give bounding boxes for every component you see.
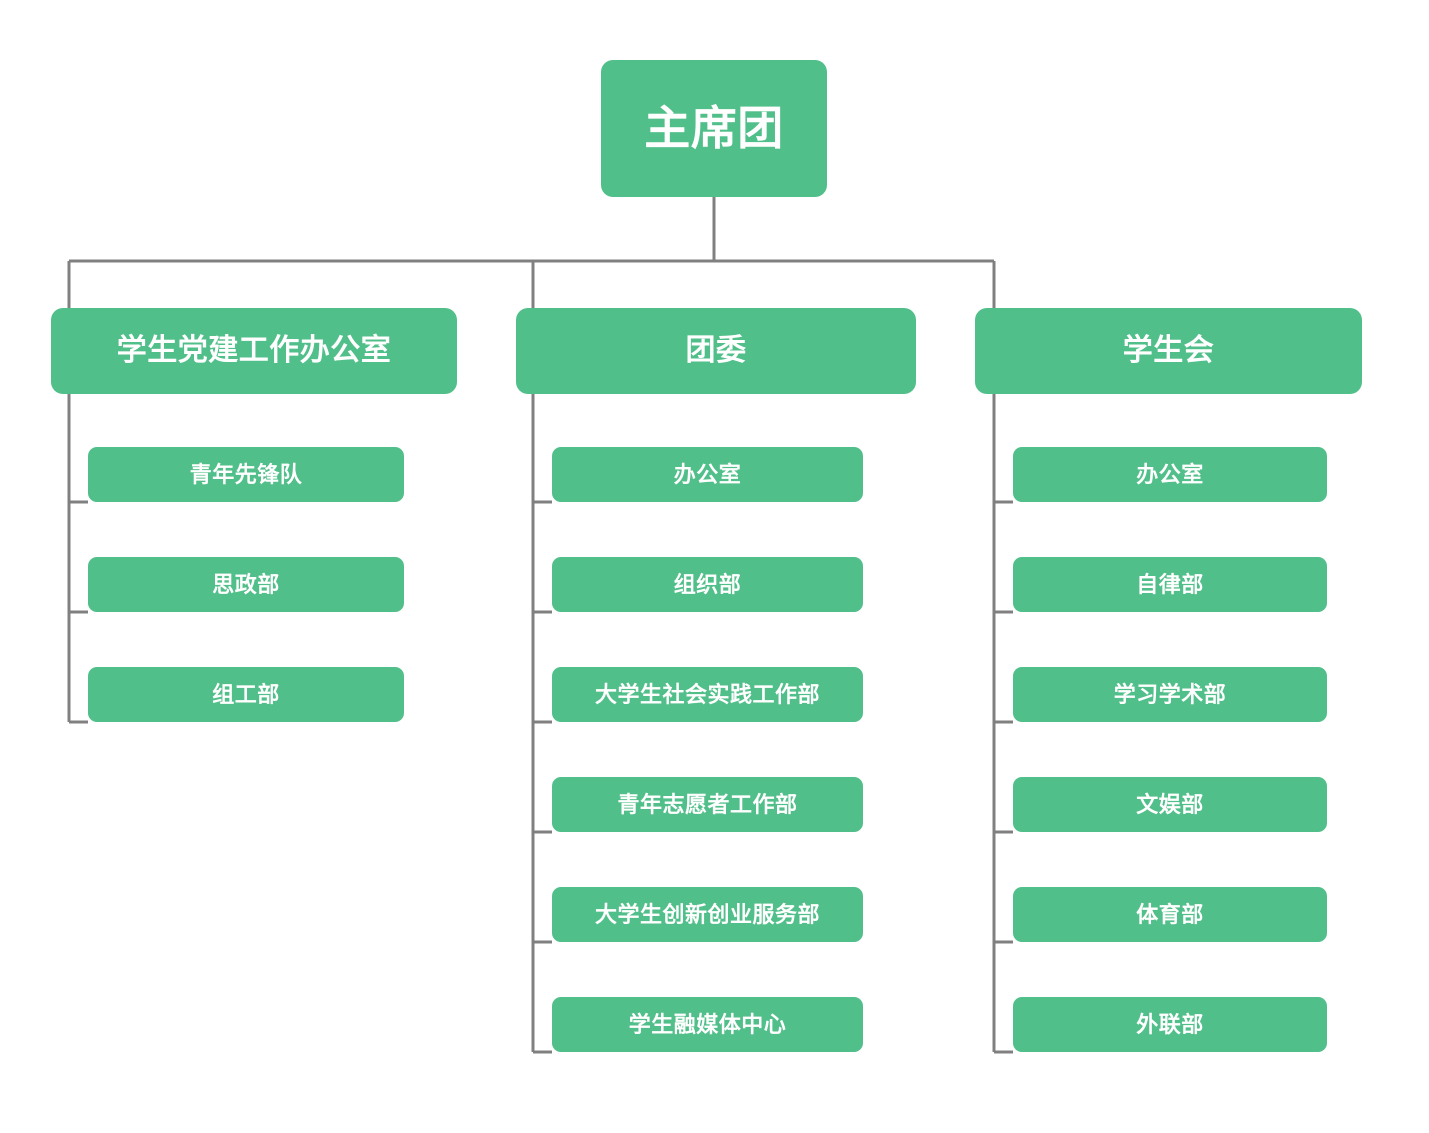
- leaf-node-2-1[interactable]: 自律部: [1013, 557, 1327, 612]
- leaf-node-1-4-label: 大学生创新创业服务部: [594, 901, 820, 927]
- leaf-node-1-2[interactable]: 大学生社会实践工作部: [552, 667, 863, 722]
- leaf-node-2-3-label: 文娱部: [1136, 791, 1204, 817]
- leaf-node-0-0[interactable]: 青年先锋队: [88, 447, 404, 502]
- branch-node-0[interactable]: 学生党建工作办公室: [51, 308, 457, 394]
- leaf-node-2-1-label: 自律部: [1136, 571, 1204, 597]
- leaf-node-2-4-label: 体育部: [1136, 901, 1204, 927]
- leaf-node-2-2[interactable]: 学习学术部: [1013, 667, 1327, 722]
- leaf-node-1-1[interactable]: 组织部: [552, 557, 863, 612]
- leaf-node-0-2-label: 组工部: [212, 681, 280, 707]
- branch-node-0-label: 学生党建工作办公室: [116, 333, 392, 367]
- root-node-label: 主席团: [644, 102, 784, 155]
- branch-node-1-label: 团委: [685, 333, 747, 367]
- leaf-node-2-4[interactable]: 体育部: [1013, 887, 1327, 942]
- leaf-node-1-4[interactable]: 大学生创新创业服务部: [552, 887, 863, 942]
- leaf-node-0-1[interactable]: 思政部: [88, 557, 404, 612]
- leaf-node-2-2-label: 学习学术部: [1113, 681, 1227, 707]
- branch-node-2[interactable]: 学生会: [975, 308, 1362, 394]
- leaf-node-2-5-label: 外联部: [1136, 1011, 1204, 1037]
- branch-node-2-label: 学生会: [1122, 333, 1215, 367]
- leaf-node-2-3[interactable]: 文娱部: [1013, 777, 1327, 832]
- leaf-node-1-5[interactable]: 学生融媒体中心: [552, 997, 863, 1052]
- leaf-node-1-3[interactable]: 青年志愿者工作部: [552, 777, 863, 832]
- leaf-node-0-1-label: 思政部: [212, 571, 280, 597]
- leaf-node-1-0[interactable]: 办公室: [552, 447, 863, 502]
- branch-node-1[interactable]: 团委: [516, 308, 916, 394]
- leaf-node-1-1-label: 组织部: [673, 571, 742, 597]
- leaf-node-0-0-label: 青年先锋队: [189, 461, 303, 487]
- leaf-node-1-3-label: 青年志愿者工作部: [617, 791, 798, 817]
- leaf-node-1-2-label: 大学生社会实践工作部: [594, 681, 820, 707]
- leaf-node-0-2[interactable]: 组工部: [88, 667, 404, 722]
- leaf-node-2-0-label: 办公室: [1136, 461, 1204, 487]
- root-node[interactable]: 主席团: [601, 60, 827, 197]
- leaf-node-1-5-label: 学生融媒体中心: [628, 1011, 787, 1037]
- leaf-node-2-5[interactable]: 外联部: [1013, 997, 1327, 1052]
- leaf-node-1-0-label: 办公室: [673, 461, 742, 487]
- leaf-node-2-0[interactable]: 办公室: [1013, 447, 1327, 502]
